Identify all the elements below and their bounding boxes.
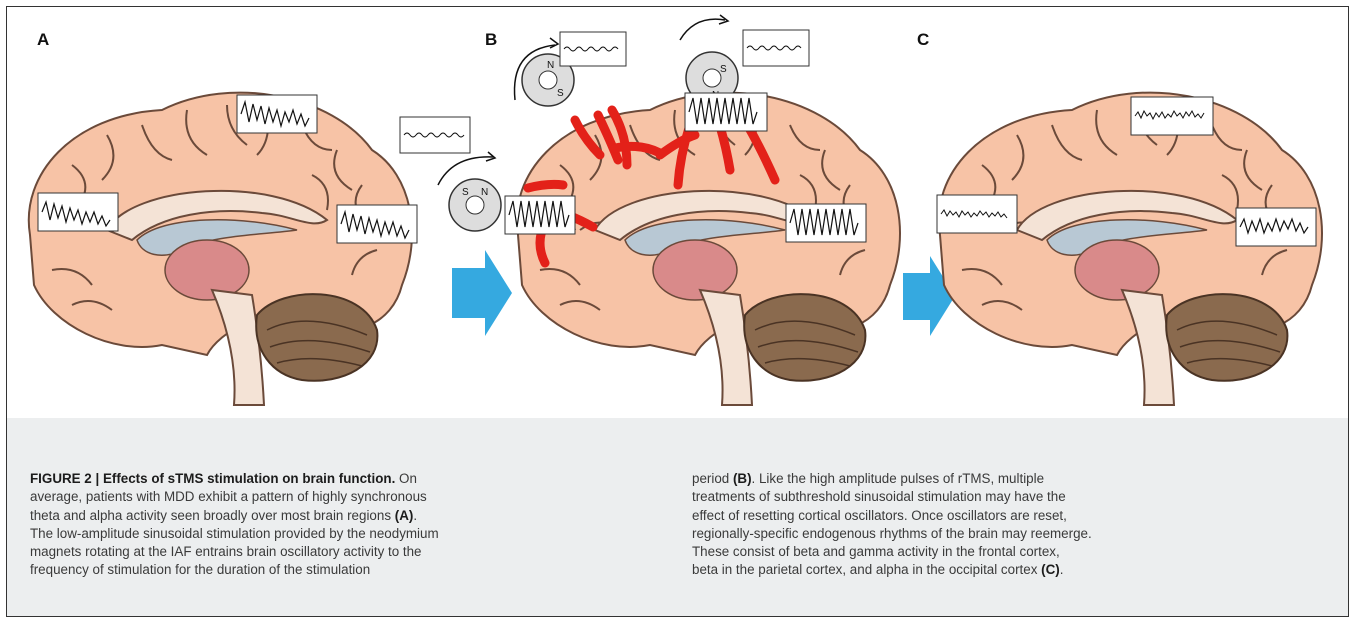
- eeg-trace-anterior-c: [937, 195, 1017, 233]
- transition-arrow-a-to-b: [452, 250, 512, 336]
- sine-wave-box-1: [400, 117, 470, 153]
- caption-ref-a-suffix: .: [413, 508, 417, 523]
- caption-right-line-5: beta in the parietal cortex, and alpha i…: [692, 562, 1041, 577]
- caption-left-line-4: magnets rotating at the IAF entrains bra…: [30, 543, 653, 561]
- magnet-top: S N: [680, 15, 738, 104]
- magnet-left: S N: [438, 152, 501, 231]
- brain-panel-b: [517, 93, 900, 405]
- eeg-trace-occipital-c: [1236, 208, 1316, 246]
- caption-ref-c-suffix: .: [1060, 562, 1064, 577]
- eeg-trace-anterior-a: [38, 193, 118, 231]
- svg-text:S: S: [720, 64, 727, 75]
- eeg-trace-anterior-b: [505, 196, 575, 234]
- panel-label-c: C: [917, 30, 929, 50]
- caption-left-column: FIGURE 2 | Effects of sTMS stimulation o…: [30, 470, 653, 580]
- figure-label: FIGURE 2 | Effects of sTMS stimulation o…: [30, 471, 395, 486]
- caption-left-line-3: The low-amplitude sinusoidal stimulation…: [30, 525, 653, 543]
- eeg-trace-frontal-a: [237, 95, 317, 133]
- caption-left-line-5: frequency of stimulation for the duratio…: [30, 561, 653, 579]
- caption-right-line-3: regionally-specific endogenous rhythms o…: [692, 525, 1310, 543]
- figure-illustration: S N N S S N: [0, 0, 1355, 430]
- sine-wave-box-2: [560, 32, 626, 66]
- caption-right-first-suffix: . Like the high amplitude pulses of rTMS…: [752, 471, 1045, 486]
- caption-right-line-1: treatments of subthreshold sinusoidal st…: [692, 488, 1310, 506]
- eeg-trace-frontal-c: [1131, 97, 1213, 135]
- brain-panel-a: [29, 93, 412, 405]
- caption-left-line-1: average, patients with MDD exhibit a pat…: [30, 488, 653, 506]
- panel-ref-b: (B): [733, 471, 752, 486]
- caption-left-line-2: theta and alpha activity seen broadly ov…: [30, 508, 395, 523]
- sine-wave-box-3: [743, 30, 809, 66]
- eeg-trace-occipital-a: [337, 205, 417, 243]
- svg-text:S: S: [462, 187, 469, 198]
- eeg-trace-occipital-b: [786, 204, 866, 242]
- caption-right-line-4: These consist of beta and gamma activity…: [692, 543, 1310, 561]
- caption-right-column: period (B). Like the high amplitude puls…: [692, 470, 1310, 580]
- panel-ref-c: (C): [1041, 562, 1060, 577]
- caption-first-rest: On: [395, 471, 417, 486]
- caption-right-prefix: period: [692, 471, 733, 486]
- panel-ref-a: (A): [395, 508, 414, 523]
- brain-panel-c: [939, 93, 1322, 405]
- panel-label-a: A: [37, 30, 49, 50]
- panel-label-b: B: [485, 30, 497, 50]
- svg-text:S: S: [557, 88, 564, 99]
- svg-text:N: N: [547, 60, 554, 71]
- svg-text:N: N: [481, 187, 488, 198]
- caption-right-line-2: effect of resetting cortical oscillators…: [692, 507, 1310, 525]
- eeg-trace-frontal-b: [685, 93, 767, 131]
